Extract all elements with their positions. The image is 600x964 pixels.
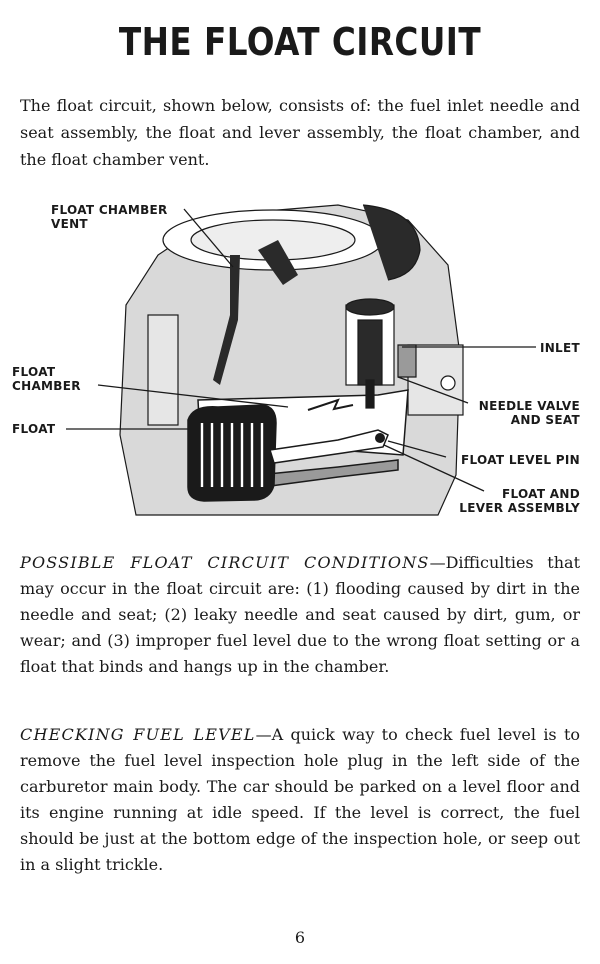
vent-tube: [213, 255, 240, 385]
callout-float: FLOAT: [12, 422, 55, 436]
section-body-conditions: —Difficulties that may occur in the floa…: [20, 553, 580, 676]
float-level-pin-mark: [375, 433, 385, 443]
callout-needle-valve-and-seat: NEEDLE VALVE AND SEAT: [460, 399, 580, 427]
vent-hood: [258, 240, 298, 285]
callout-vent-line2: VENT: [51, 217, 88, 231]
callout-lever-line1: FLOAT AND: [501, 487, 580, 501]
page-number: 6: [294, 928, 306, 947]
float-bowl: [187, 404, 277, 502]
callout-level-pin-line1: FLOAT LEVEL PIN: [461, 453, 580, 467]
callout-chamber-line1: FLOAT: [12, 365, 56, 379]
carburetor-illustration: [66, 204, 536, 516]
section-possible-conditions: POSSIBLE FLOAT CIRCUIT CONDITIONS—Diffic…: [20, 550, 580, 680]
section-heading-conditions: POSSIBLE FLOAT CIRCUIT CONDITIONS: [20, 553, 430, 572]
callout-float-chamber: FLOAT CHAMBER: [12, 365, 81, 393]
section-heading-fuel-level: CHECKING FUEL LEVEL: [20, 725, 256, 744]
section-body-fuel-level: —A quick way to check fuel level is to r…: [20, 725, 581, 874]
callout-inlet: INLET: [528, 341, 580, 355]
callout-float-line1: FLOAT: [12, 422, 56, 436]
callout-lever-line2: LEVER ASSEMBLY: [459, 501, 580, 515]
callout-inlet-line1: INLET: [539, 341, 580, 355]
page-title: THE FLOAT CIRCUIT: [118, 20, 482, 64]
callout-needle-line1: NEEDLE VALVE: [478, 399, 580, 413]
callout-vent-line1: FLOAT CHAMBER: [51, 203, 168, 217]
callout-chamber-line2: CHAMBER: [12, 379, 81, 393]
needle-valve-housing: [345, 298, 417, 409]
intro-paragraph: The float circuit, shown below, consists…: [20, 96, 580, 169]
carburetor-float-circuit-diagram: FLOAT CHAMBER VENT FLOAT CHAMBER FLOAT I…: [8, 195, 592, 525]
callout-float-level-pin: FLOAT LEVEL PIN: [440, 453, 580, 467]
float-lever: [269, 429, 389, 464]
leader-lines: [66, 208, 536, 492]
callout-needle-line2: AND SEAT: [510, 413, 580, 427]
fuel-flow-arrow: [307, 398, 354, 411]
callout-float-chamber-vent: FLOAT CHAMBER VENT: [51, 203, 168, 231]
section-checking-fuel-level: CHECKING FUEL LEVEL—A quick way to check…: [20, 722, 580, 878]
callout-float-and-lever-assembly: FLOAT AND LEVER ASSEMBLY: [440, 487, 580, 515]
